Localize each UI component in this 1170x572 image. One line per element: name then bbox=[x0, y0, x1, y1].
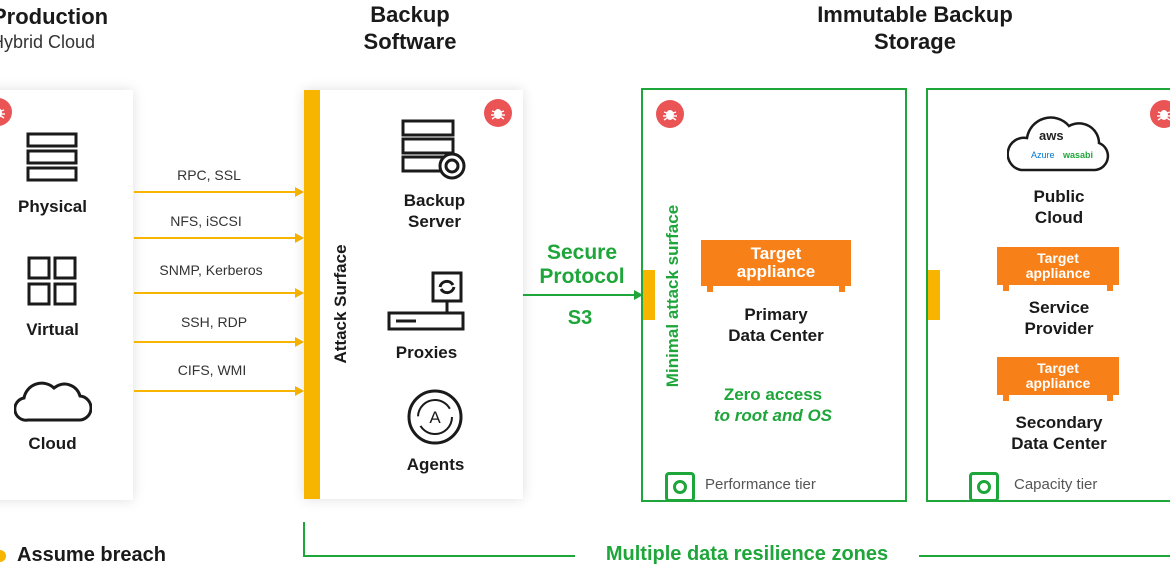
primary-site-label: Primary Data Center bbox=[728, 305, 824, 345]
protocol-arrow bbox=[134, 187, 304, 197]
protocol-label: RPC, SSL bbox=[177, 167, 241, 183]
proxy-icon bbox=[387, 271, 465, 331]
backup-item-label: Agents bbox=[406, 455, 465, 474]
secure-protocol-arrowhead bbox=[634, 290, 643, 300]
secondary-dc-label: Secondary Data Center bbox=[1011, 413, 1107, 453]
protocol-arrow bbox=[134, 337, 304, 347]
service-provider-label: Service Provider bbox=[1024, 298, 1094, 338]
protocol-label: NFS, iSCSI bbox=[170, 213, 242, 229]
azure-logo: Azure bbox=[1031, 150, 1055, 160]
cloud-icon bbox=[14, 381, 92, 422]
safe-icon bbox=[665, 472, 695, 502]
secure-protocol-arrow bbox=[523, 294, 638, 296]
backup-item-label: Backup Server bbox=[403, 191, 466, 231]
protocol-label: SNMP, Kerberos bbox=[159, 262, 263, 278]
production-item-label: Physical bbox=[18, 197, 87, 216]
target-appliance-tag: Target appliance bbox=[701, 240, 851, 292]
minimal-attack-surface-label: Minimal attack surface bbox=[663, 204, 682, 388]
s3-label: S3 bbox=[567, 307, 593, 329]
grid-icon bbox=[27, 256, 77, 306]
production-subtitle: Hybrid Cloud bbox=[0, 32, 96, 52]
public-cloud-logos-icon bbox=[1007, 116, 1110, 172]
attack-surface-label: Attack Surface bbox=[331, 244, 350, 364]
secure-protocol-label: Secure Protocol bbox=[539, 241, 625, 288]
backup-title: Backup Software bbox=[363, 2, 457, 54]
protocol-arrow bbox=[134, 288, 304, 298]
protocol-arrow bbox=[134, 386, 304, 396]
capacity-tier-label: Capacity tier bbox=[1014, 476, 1098, 493]
backup-server-icon bbox=[401, 119, 466, 180]
backup-software-panel: Attack Surface Backup Server Proxies A A… bbox=[304, 90, 523, 499]
production-item-label: Cloud bbox=[28, 434, 77, 453]
assume-breach-dot bbox=[0, 550, 6, 562]
assume-breach-label: Assume breach bbox=[17, 544, 166, 566]
zones-label: Multiple data resilience zones bbox=[605, 543, 889, 565]
production-title: Production bbox=[0, 4, 109, 29]
performance-tier-label: Performance tier bbox=[705, 476, 816, 493]
zero-access-label: Zero access bbox=[723, 385, 823, 404]
safe-icon bbox=[969, 472, 999, 502]
production-panel: Physical Virtual Cloud bbox=[0, 90, 133, 500]
production-item-label: Virtual bbox=[26, 320, 79, 339]
attack-surface-bar bbox=[304, 90, 320, 499]
aws-logo: aws bbox=[1039, 128, 1064, 143]
bug-icon bbox=[656, 100, 684, 128]
bug-icon bbox=[1150, 100, 1170, 128]
wasabi-logo: wasabi bbox=[1063, 150, 1094, 160]
bug-icon bbox=[484, 99, 512, 127]
zones-bracket-left bbox=[303, 522, 305, 557]
server-stack-icon bbox=[26, 132, 78, 182]
backup-item-label: Proxies bbox=[395, 343, 458, 362]
zones-bracket-line bbox=[303, 555, 575, 557]
public-cloud-label: Public Cloud bbox=[1033, 187, 1085, 227]
agent-icon: A bbox=[407, 389, 463, 445]
bug-icon bbox=[0, 98, 12, 126]
protocol-label: SSH, RDP bbox=[180, 314, 248, 330]
protocol-arrow bbox=[134, 233, 304, 243]
zones-bracket-line-right bbox=[919, 555, 1170, 557]
protocol-label: CIFS, WMI bbox=[177, 362, 247, 378]
target-appliance-tag: Target appliance bbox=[997, 247, 1119, 291]
minimal-surface-bar bbox=[643, 270, 655, 320]
primary-zone-panel: Minimal attack surface Target appliance … bbox=[641, 88, 907, 502]
immutable-title: Immutable Backup Storage bbox=[817, 2, 1013, 54]
minimal-surface-bar bbox=[928, 270, 940, 320]
svg-text:A: A bbox=[429, 408, 441, 427]
zero-access-sub: to root and OS bbox=[713, 406, 833, 425]
target-appliance-tag: Target appliance bbox=[997, 357, 1119, 401]
capacity-zone-panel: aws Azure wasabi Public Cloud Target app… bbox=[926, 88, 1170, 502]
